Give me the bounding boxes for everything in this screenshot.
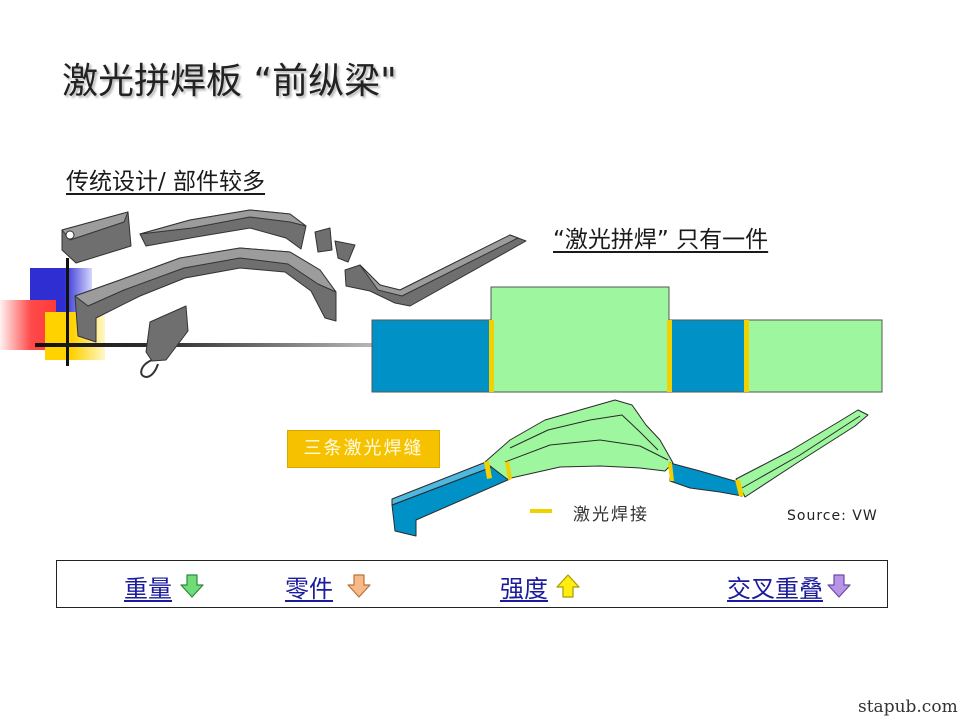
part-bracket-hole bbox=[65, 230, 75, 240]
formed-green-hump bbox=[484, 399, 674, 480]
arrow-down-icon bbox=[347, 574, 371, 598]
formed-green-hump-edge-2 bbox=[504, 439, 669, 463]
comparison-item-overlap[interactable]: 交叉重叠 bbox=[727, 571, 851, 603]
part-lower-bracket-hook bbox=[140, 359, 159, 378]
part-thin-strip-face bbox=[139, 209, 307, 235]
comparison-item-strength[interactable]: 强度 bbox=[500, 571, 580, 603]
comparison-label[interactable]: 强度 bbox=[500, 574, 548, 603]
decor-horizontal-line bbox=[35, 343, 375, 347]
formed-green-right-edge bbox=[741, 415, 861, 489]
decor-yellow-square bbox=[45, 312, 105, 360]
part-main-beam-face bbox=[74, 247, 337, 307]
formed-green-right bbox=[735, 409, 869, 498]
part-main-beam bbox=[74, 247, 337, 343]
formed-seam-2 bbox=[505, 461, 512, 480]
blank-green-right bbox=[745, 319, 883, 393]
comparison-item-parts[interactable]: 零件 bbox=[285, 571, 371, 603]
comparison-label[interactable]: 零件 bbox=[285, 574, 333, 603]
formed-green-hump-edge bbox=[509, 414, 659, 451]
blank-green-center bbox=[490, 286, 670, 393]
formed-seam-1 bbox=[484, 461, 492, 479]
arrow-down-icon bbox=[180, 574, 204, 598]
legend-weld-label: 激光焊接 bbox=[573, 505, 649, 525]
arrow-down-icon bbox=[827, 574, 851, 598]
laser-weld-label: “激光拼焊” 只有一件 bbox=[553, 227, 769, 253]
part-thin-strip bbox=[139, 209, 307, 250]
traditional-design-label: 传统设计/ 部件较多 bbox=[66, 169, 266, 195]
formed-blue-middle bbox=[669, 462, 743, 497]
blank-blue-base bbox=[371, 319, 883, 393]
part-small-bracket-2 bbox=[334, 240, 356, 263]
formed-blue-left-top bbox=[391, 461, 506, 506]
blank-seam-1 bbox=[489, 320, 494, 392]
blank-seam-2 bbox=[667, 320, 672, 392]
part-lower-bracket bbox=[145, 305, 189, 362]
part-bracket-left bbox=[61, 211, 132, 264]
arrow-up-icon bbox=[556, 574, 580, 598]
slide-title: 激光拼焊板 “前纵梁" bbox=[62, 61, 397, 102]
decor-vertical-line bbox=[66, 258, 69, 366]
comparison-item-weight[interactable]: 重量 bbox=[124, 571, 204, 603]
legend-weld-line-swatch bbox=[530, 509, 552, 513]
tailored-blank bbox=[371, 286, 883, 393]
part-right-strip-face bbox=[359, 234, 519, 297]
traditional-parts bbox=[61, 209, 527, 378]
part-right-strip bbox=[344, 234, 527, 307]
part-small-bracket-1 bbox=[314, 227, 333, 253]
comparison-panel: 重量 零件 强度 交叉重叠 bbox=[56, 560, 888, 608]
watermark: stapub.com bbox=[858, 697, 958, 717]
comparison-label[interactable]: 交叉重叠 bbox=[727, 574, 823, 603]
blank-seam-3 bbox=[744, 320, 749, 392]
part-bracket-left-face bbox=[61, 211, 129, 241]
weld-seams-callout: 三条激光焊缝 bbox=[287, 430, 440, 468]
comparison-label[interactable]: 重量 bbox=[124, 574, 172, 603]
formed-seam-4 bbox=[735, 480, 744, 496]
source-credit: Source: VW bbox=[787, 508, 878, 524]
formed-blue-left-side bbox=[391, 461, 511, 537]
formed-seam-3 bbox=[668, 463, 674, 481]
